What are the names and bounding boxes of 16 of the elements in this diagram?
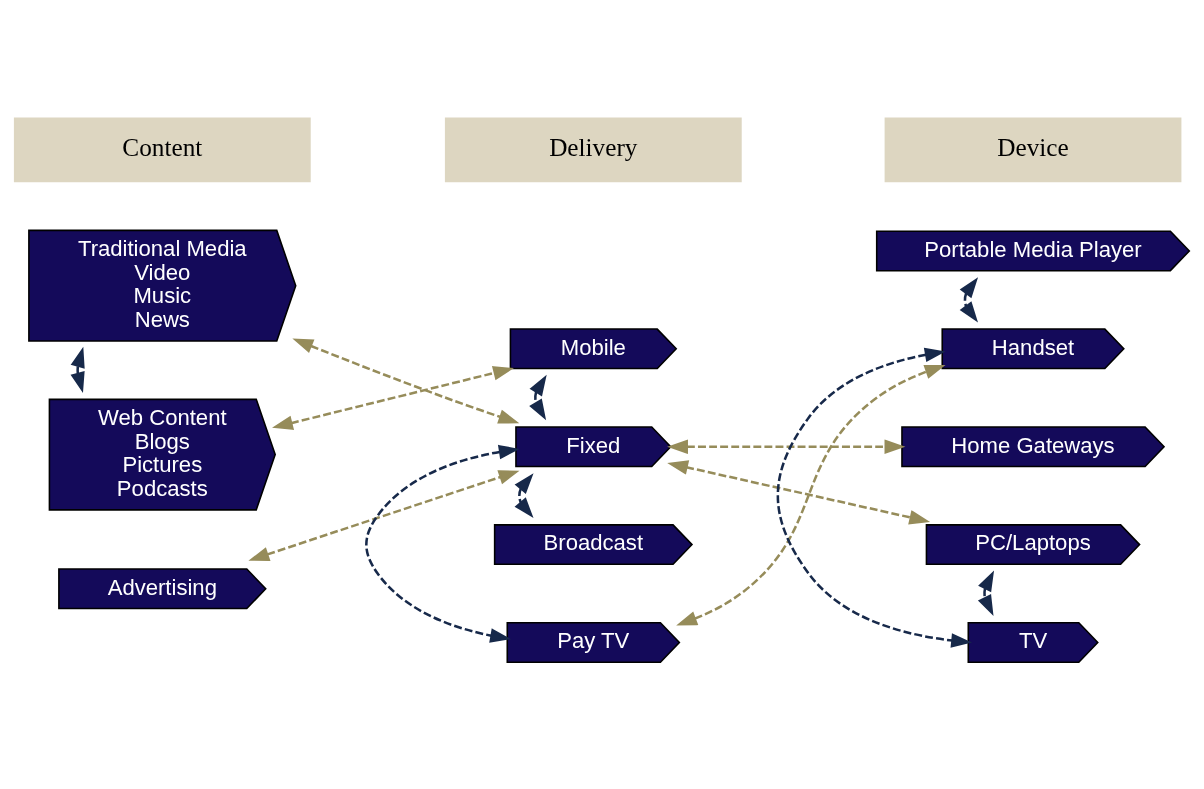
arrow — [272, 365, 514, 430]
label: Delivery — [549, 132, 638, 161]
arrow — [514, 472, 534, 518]
label: Content — [122, 132, 203, 161]
arrow — [776, 347, 972, 648]
arrow — [365, 444, 520, 643]
arrow — [676, 364, 946, 625]
arrow — [529, 374, 547, 420]
arrow — [959, 276, 979, 322]
label: Device — [997, 132, 1069, 161]
arrow — [70, 346, 85, 393]
arrow — [248, 469, 520, 561]
arrow — [292, 338, 520, 424]
arrow — [977, 569, 995, 616]
arrow — [667, 438, 906, 454]
arrow — [667, 459, 931, 524]
